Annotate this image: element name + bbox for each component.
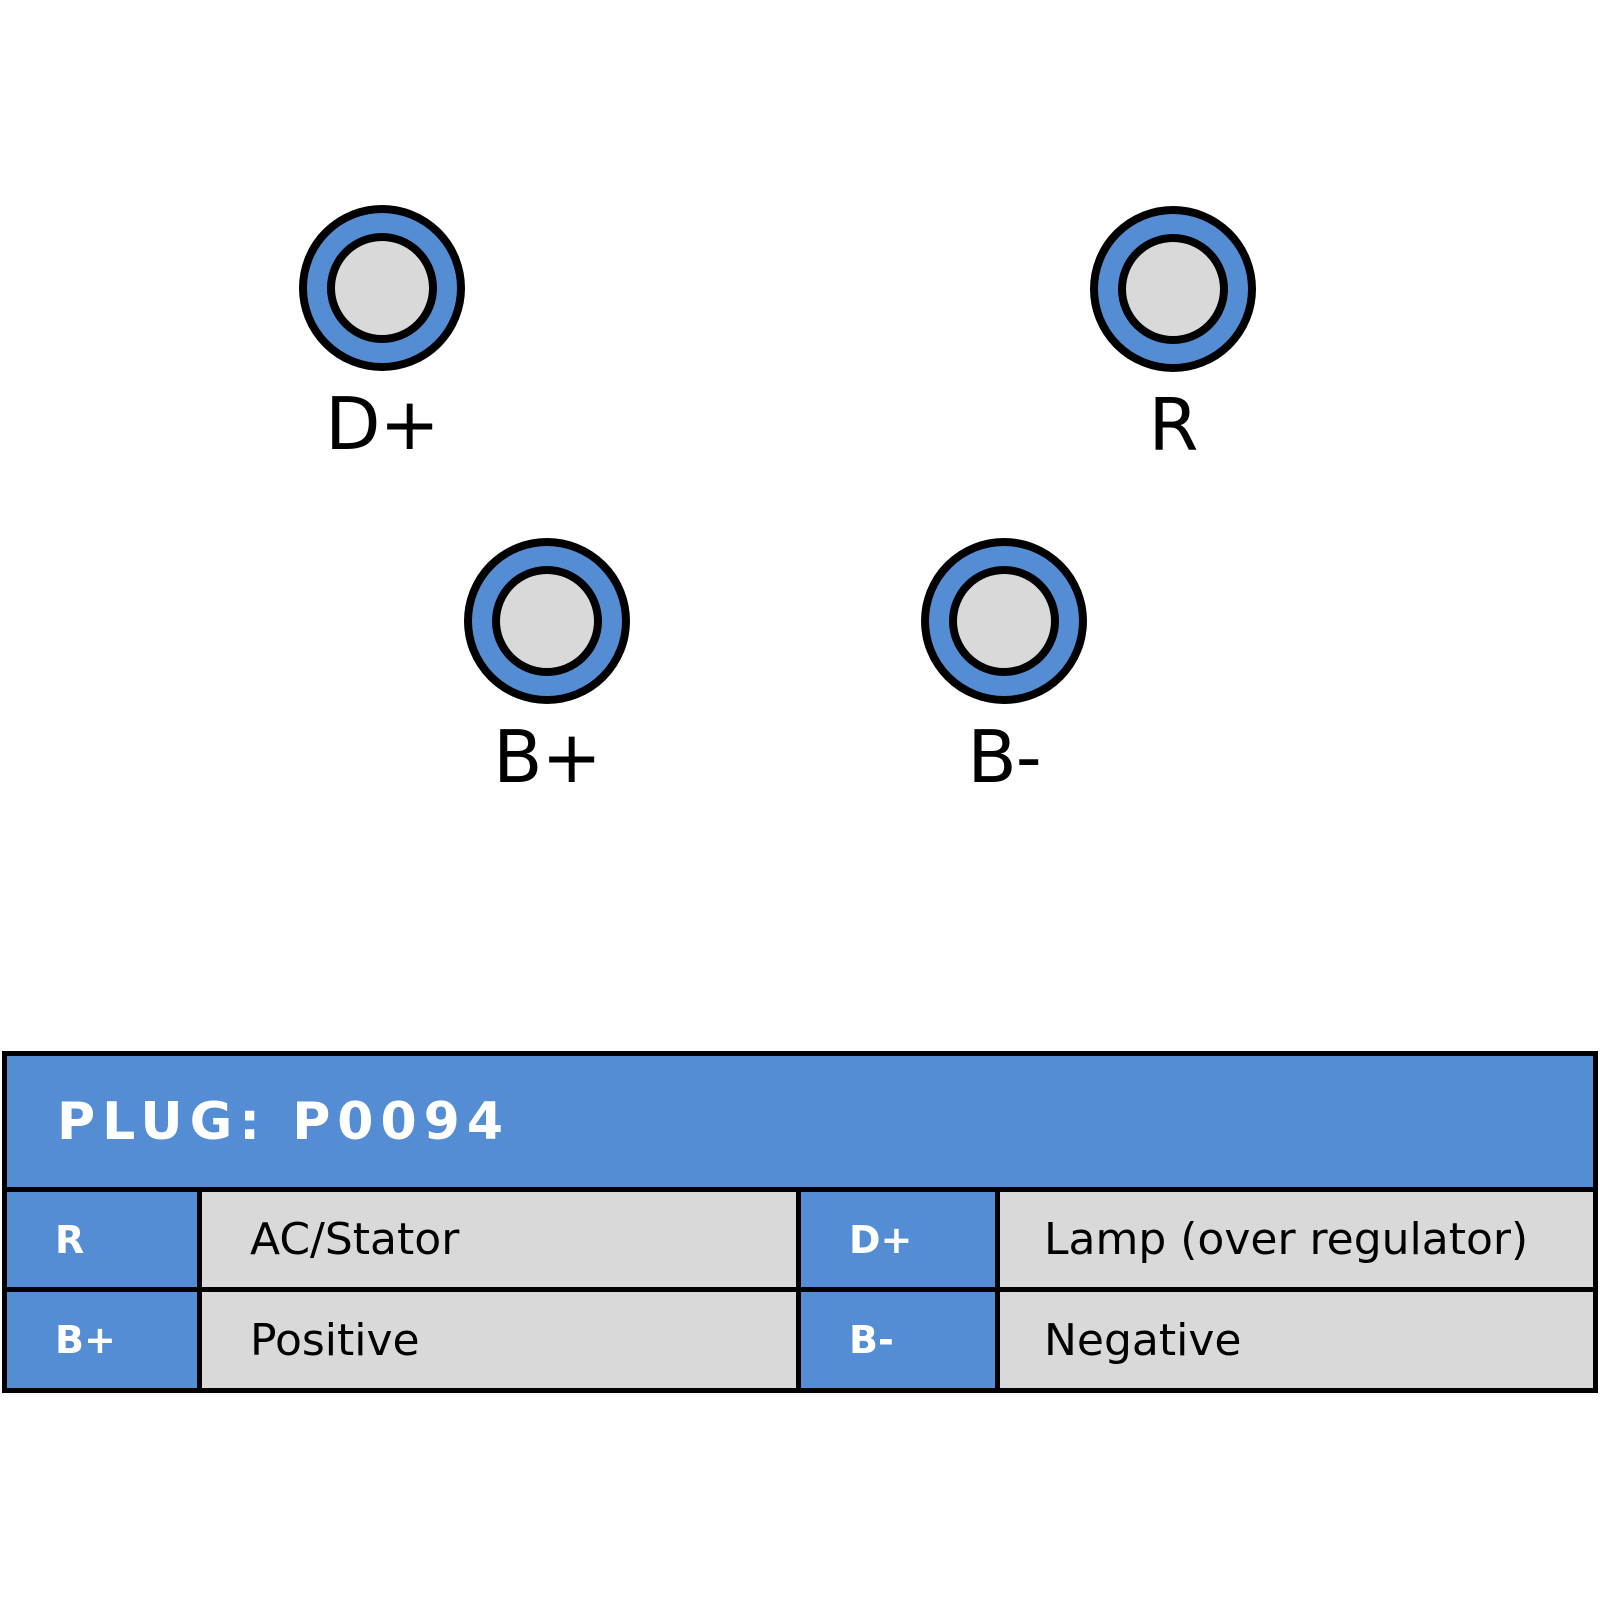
- pin-code-cell: R: [7, 1192, 202, 1287]
- terminal-connector-icon: [1090, 206, 1256, 372]
- table-row: B+ Positive B- Negative: [7, 1292, 1593, 1388]
- terminal-connector-icon: [299, 205, 465, 371]
- pin-code-cell: D+: [801, 1192, 1000, 1287]
- terminal-label: B+: [493, 715, 602, 799]
- plug-header: PLUG: P0094: [7, 1056, 1593, 1192]
- terminal-b-minus: B-: [904, 537, 1104, 793]
- plug-pinout-table: PLUG: P0094 R AC/Stator D+ Lamp (over re…: [2, 1051, 1598, 1393]
- pin-description-cell: Positive: [202, 1292, 801, 1388]
- terminal-label: R: [1148, 383, 1198, 467]
- terminal-connector-icon: [921, 538, 1087, 704]
- pin-description-cell: Lamp (over regulator): [1000, 1192, 1593, 1287]
- pin-description-cell: AC/Stator: [202, 1192, 801, 1287]
- pin-code-cell: B-: [801, 1292, 1000, 1388]
- pin-description-cell: Negative: [1000, 1292, 1593, 1388]
- pin-code-cell: B+: [7, 1292, 202, 1388]
- terminal-label: B-: [967, 715, 1041, 799]
- terminal-r: R: [1073, 205, 1273, 461]
- terminal-connector-icon: [464, 538, 630, 704]
- table-row: R AC/Stator D+ Lamp (over regulator): [7, 1192, 1593, 1292]
- plug-title: PLUG: P0094: [57, 1092, 511, 1152]
- terminal-label: D+: [325, 382, 440, 466]
- terminal-d-plus: D+: [282, 204, 482, 460]
- terminal-b-plus: B+: [447, 537, 647, 793]
